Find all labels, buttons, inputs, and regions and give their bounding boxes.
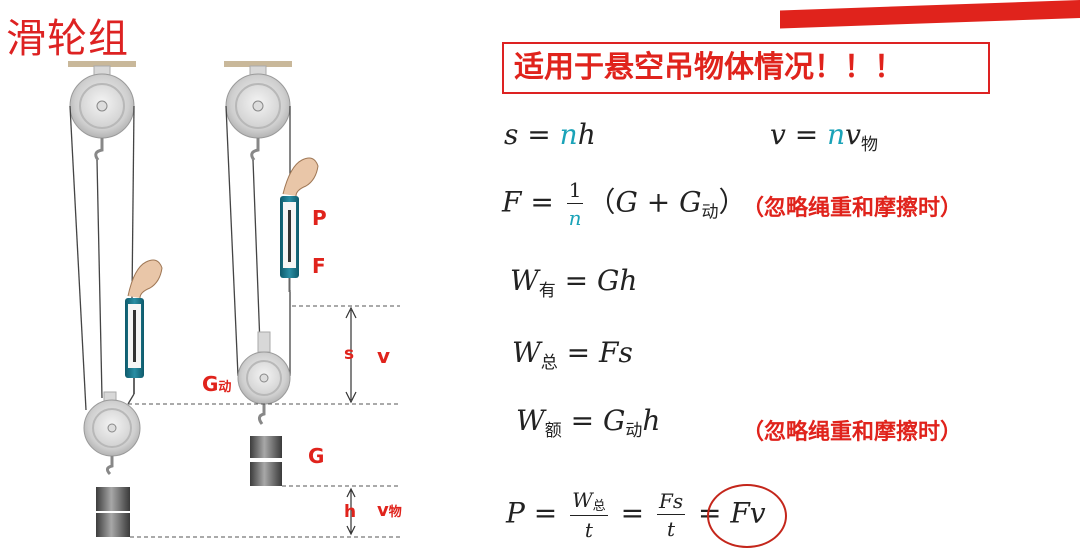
- formula-W-e: W额 = G动h: [516, 404, 661, 441]
- formula-W-zong: W总 = Fs: [512, 336, 633, 373]
- label-h: h: [344, 502, 357, 522]
- note-ignore-friction-1: （忽略绳重和摩擦时）: [742, 196, 963, 221]
- page-title: 滑轮组: [6, 16, 129, 62]
- spring-scale-right: [280, 157, 319, 292]
- formula-W-you: W有 = Gh: [510, 264, 638, 301]
- label-s: s: [344, 344, 355, 364]
- highlight-circle: [707, 484, 787, 548]
- left-pulley-system: [68, 61, 163, 537]
- decorative-red-stripe: [780, 0, 1080, 29]
- fixed-pulley-right: [225, 73, 291, 139]
- label-G-dong: G动: [202, 372, 232, 396]
- right-pulley-system: [224, 61, 319, 486]
- dashed-guides: [128, 305, 400, 538]
- label-G: G: [308, 444, 325, 468]
- movable-pulley-right: [237, 331, 291, 425]
- weight-block-right: [250, 436, 282, 486]
- applicability-note-box: 适用于悬空吊物体情况！！！: [502, 42, 990, 94]
- ceiling-beam: [68, 61, 136, 67]
- formula-s-nh: s = nh: [504, 118, 596, 151]
- label-P: P: [312, 206, 327, 230]
- label-v: v: [377, 344, 391, 368]
- ceiling-beam-right: [224, 61, 292, 67]
- fixed-pulley: [69, 73, 135, 139]
- weight-block-left: [96, 487, 130, 537]
- movable-pulley: [83, 391, 141, 476]
- pulley-diagram: [68, 61, 400, 538]
- spring-scale-left: [125, 259, 163, 394]
- label-v-wu: v物: [377, 500, 402, 521]
- label-F: F: [312, 254, 326, 278]
- note-ignore-friction-2: （忽略绳重和摩擦时）: [742, 420, 963, 445]
- formula-v-nv: v = nv物: [770, 118, 878, 155]
- dimension-arrows: [345, 306, 357, 536]
